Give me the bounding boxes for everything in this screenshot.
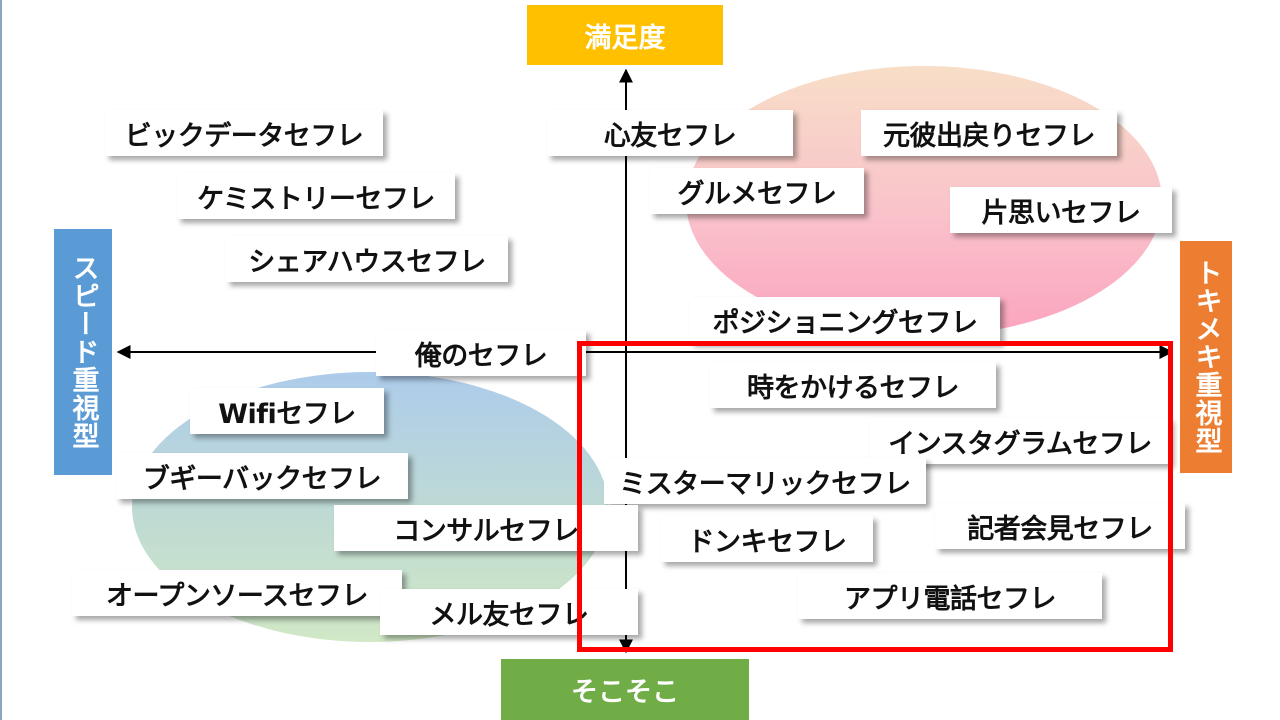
- label-bigdata: ビックデータセフレ: [105, 110, 383, 156]
- label-consul: コンサルセフレ: [334, 505, 638, 551]
- label-positioning: ポジショニングセフレ: [690, 297, 1000, 343]
- axis-left-speed: スピード重視型: [54, 229, 112, 475]
- label-chemistry: ケミストリーセフレ: [177, 173, 455, 219]
- highlight-box: [577, 341, 1173, 652]
- label-merutomo: メル友セフレ: [380, 589, 638, 635]
- label-gourmet: グルメセフレ: [650, 168, 864, 214]
- axis-top-satisfaction: 満足度: [527, 5, 723, 65]
- label-app-denwa: アプリ電話セフレ: [798, 573, 1102, 619]
- label-toki-wo-kakeru: 時をかけるセフレ: [710, 362, 996, 408]
- label-kataomoi: 片思いセフレ: [950, 187, 1172, 233]
- label-boogieback: ブギーバックセフレ: [116, 453, 408, 499]
- label-ore-no: 俺のセフレ: [376, 330, 586, 376]
- slide-edge: [0, 0, 2, 720]
- label-donki: ドンキセフレ: [661, 516, 873, 562]
- label-mrmaric: ミスターマリックセフレ: [604, 458, 926, 504]
- axis-right-tokimeki: トキメキ重視型: [1180, 241, 1232, 473]
- label-wifi: Wifiセフレ: [190, 388, 384, 434]
- label-shinyu: 心友セフレ: [547, 110, 793, 156]
- label-kishakaiken: 記者会見セフレ: [935, 503, 1185, 549]
- label-motokare: 元彼出戻りセフレ: [861, 110, 1117, 156]
- label-instagram: インスタグラムセフレ: [870, 418, 1170, 464]
- label-sharehouse: シェアハウスセフレ: [226, 236, 508, 282]
- axis-bottom-moderate: そこそこ: [501, 659, 749, 720]
- label-opensource: オープンソースセフレ: [72, 570, 402, 616]
